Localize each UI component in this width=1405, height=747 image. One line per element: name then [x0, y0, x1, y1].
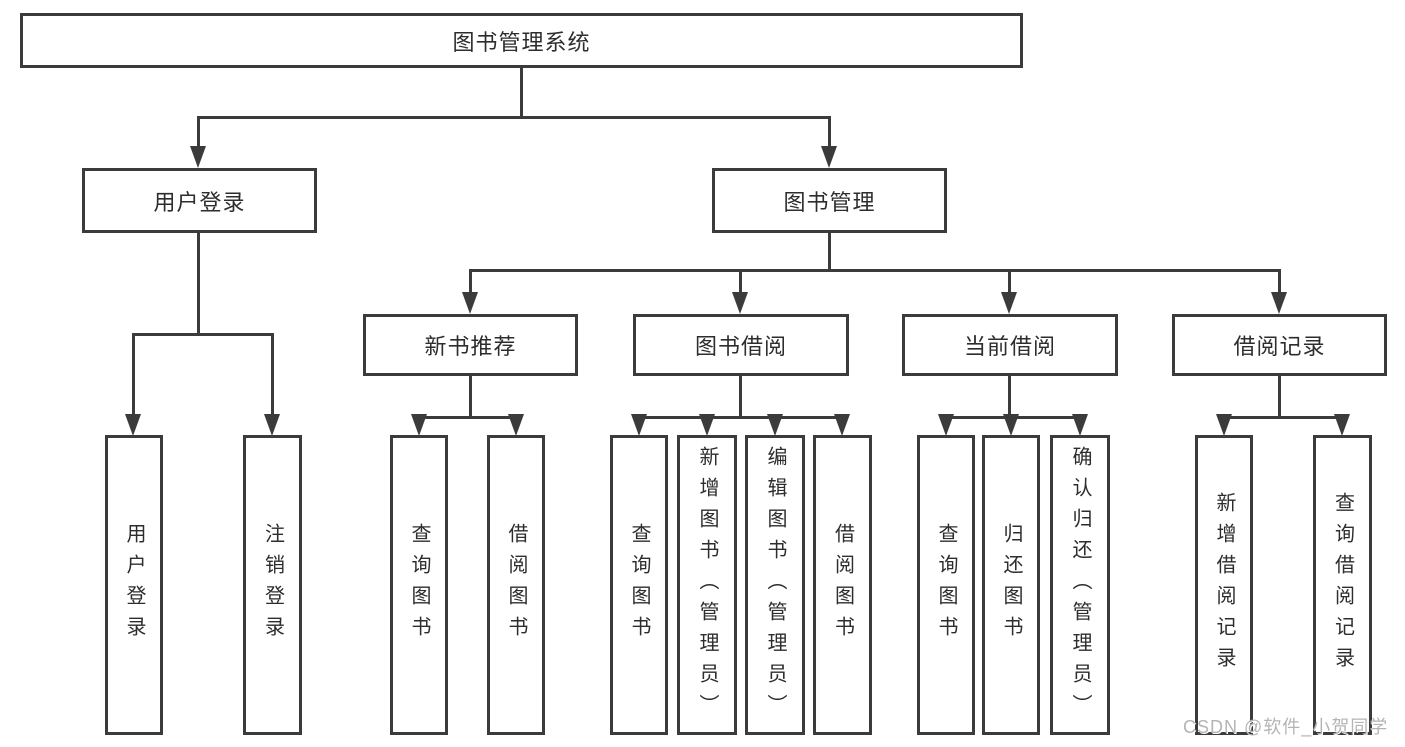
- arrowhead-down-leaf-confirm-return: [1072, 414, 1088, 436]
- arrowhead-down-leaf-borrow-book-2: [834, 414, 850, 436]
- arrowhead-down-leaf-query-record: [1334, 414, 1350, 436]
- arrowhead-down-leaf-add-book: [699, 414, 715, 436]
- connector-user-login-rail: [132, 333, 274, 336]
- csdn-watermark: CSDN @软件_小贺同学: [1183, 717, 1389, 737]
- node-book-borrowing: 图书借阅: [633, 314, 849, 376]
- leaf-borrow-book-1: 借阅图书: [487, 435, 545, 735]
- arrowhead-down-leaf-return-book: [1003, 414, 1019, 436]
- node-borrow-records: 借阅记录: [1172, 314, 1387, 376]
- connector-to-leaf-user-login: [132, 333, 135, 415]
- arrowhead-down-book-borrowing: [732, 292, 748, 314]
- leaf-query-book-2: 查询图书: [610, 435, 668, 735]
- arrowhead-down-leaf-query-book-2: [631, 414, 647, 436]
- node-library-management-system: 图书管理系统: [20, 13, 1023, 68]
- leaf-query-borrow-record: 查询借阅记录: [1313, 435, 1372, 735]
- node-book-management: 图书管理: [712, 168, 947, 233]
- connector-level3-rail: [469, 269, 1281, 272]
- arrowhead-down-borrow-records: [1271, 292, 1287, 314]
- arrowhead-down-leaf-logout: [264, 414, 280, 436]
- arrowhead-down-user-login: [190, 146, 206, 168]
- leaf-return-book: 归还图书: [982, 435, 1040, 735]
- connector-new-book-recommend-rail: [417, 416, 519, 419]
- leaf-add-borrow-record: 新增借阅记录: [1195, 435, 1253, 735]
- connector-borrow-records-rail: [1222, 416, 1345, 419]
- connector-root-drop: [520, 66, 523, 118]
- leaf-borrow-book-2: 借阅图书: [813, 435, 872, 735]
- connector-to-user-login: [197, 116, 200, 148]
- connector-new-book-recommend-drop: [469, 374, 472, 419]
- arrowhead-down-book-management: [821, 146, 837, 168]
- arrowhead-down-new-book-recommend: [462, 292, 478, 314]
- connector-book-management-drop: [828, 231, 831, 272]
- leaf-logout: 注销登录: [243, 435, 302, 735]
- connector-current-borrowing-drop: [1008, 374, 1011, 419]
- arrowhead-down-leaf-query-book-1: [411, 414, 427, 436]
- arrowhead-down-leaf-add-record: [1216, 414, 1232, 436]
- arrowhead-down-leaf-borrow-book-1: [508, 414, 524, 436]
- leaf-query-book-3: 查询图书: [917, 435, 975, 735]
- leaf-edit-book-admin: 编辑图书（管理员）: [745, 435, 805, 735]
- node-new-book-recommend: 新书推荐: [363, 314, 578, 376]
- connector-to-current-borrowing: [1008, 269, 1011, 295]
- connector-book-borrowing-drop: [739, 374, 742, 419]
- connector-to-leaf-logout: [271, 333, 274, 415]
- leaf-query-book-1: 查询图书: [390, 435, 448, 735]
- node-user-login: 用户登录: [82, 168, 317, 233]
- connector-level2-rail: [197, 116, 831, 119]
- connector-borrow-records-drop: [1278, 374, 1281, 419]
- connector-to-new-book-recommend: [469, 269, 472, 295]
- arrowhead-down-leaf-query-book-3: [938, 414, 954, 436]
- arrowhead-down-leaf-user-login: [125, 414, 141, 436]
- node-current-borrowing: 当前借阅: [902, 314, 1118, 376]
- arrowhead-down-leaf-edit-book: [767, 414, 783, 436]
- connector-user-login-drop: [197, 231, 200, 335]
- arrowhead-down-current-borrowing: [1001, 292, 1017, 314]
- connector-to-book-management: [828, 116, 831, 148]
- leaf-add-book-admin: 新增图书（管理员）: [677, 435, 737, 735]
- leaf-user-login: 用户登录: [105, 435, 163, 735]
- leaf-confirm-return-admin: 确认归还（管理员）: [1050, 435, 1110, 735]
- connector-to-borrow-records: [1278, 269, 1281, 295]
- connector-book-borrowing-rail: [637, 416, 845, 419]
- connector-to-book-borrowing: [739, 269, 742, 295]
